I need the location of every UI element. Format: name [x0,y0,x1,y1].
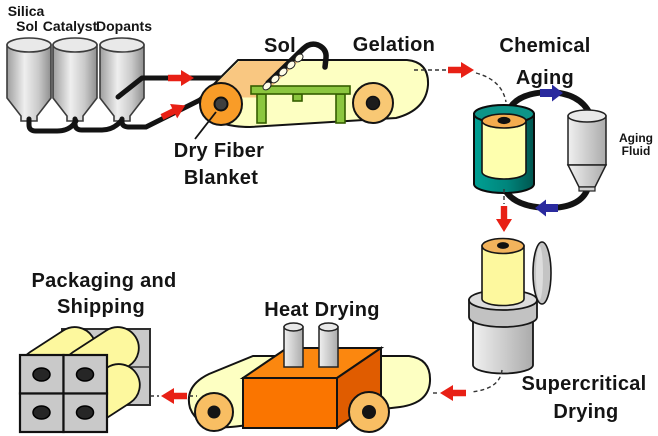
dry-fiber-roll-axle [213,96,229,112]
packaging-station [18,326,151,434]
heat-roller-right-axle [362,405,376,419]
label-dopants: Dopants [96,18,152,34]
flow-arrow-to-aging [448,62,474,78]
sol-feed-pipe [265,41,329,86]
oven-chimney-1 [283,322,304,368]
connector-supercritical-heat [433,369,503,394]
supercritical-roll [481,245,525,307]
flow-arrow-to-heat-drying [440,385,466,401]
supercritical-drying-station [468,237,552,375]
label-dry-fiber-2: Blanket [184,167,258,189]
label-dry-fiber-1: Dry Fiber [174,140,265,162]
flow-arrow-feed-top [168,70,194,86]
connector-gelation-aging [414,69,507,103]
chemical-aging-station [473,84,608,217]
label-aging-fluid-2: Fluid [622,144,651,158]
heat-drying-station [187,322,432,433]
aging-fluid-tank [566,109,608,192]
aging-roll [481,120,527,180]
label-heat-drying: Heat Drying [264,299,380,321]
label-catalyst: Catalyst [43,18,98,34]
label-chemical-aging-2: Aging [516,67,574,89]
label-silica-sol-2: Sol [16,18,38,34]
flow-arrow-to-supercritical [496,206,512,232]
label-silica-sol-1: Silica [8,3,45,19]
oven-chimney-2 [318,322,339,368]
blue-arrow-to-vessel [535,199,558,217]
silo-catalyst [52,37,98,122]
silo-silica-sol [6,37,52,122]
label-gelation: Gelation [353,34,435,56]
vessel-lid-face [536,246,543,300]
label-packaging-1: Packaging and [31,270,176,292]
gelation-conveyor [194,41,430,140]
flow-arrow-to-packaging [161,388,187,404]
label-chemical-aging-1: Chemical [499,35,590,57]
supercritical-vessel-body [472,314,534,375]
belt-support-table [250,85,351,124]
label-supercritical-1: Supercritical [521,373,646,395]
sol-droplets [262,53,304,91]
heat-roller-left-axle [207,405,221,419]
label-supercritical-2: Drying [553,401,618,423]
packaging-crate-front [18,353,109,434]
supercritical-roll-core [497,242,509,249]
oven-front [242,377,338,429]
dry-fiber-pointer-line [194,111,217,140]
takeup-roller-axle [365,95,381,111]
label-sol: Sol [264,35,296,57]
feed-pipes [26,75,233,134]
aging-roll-core [497,116,511,125]
packaged-roll-ends [32,367,95,420]
label-packaging-2: Shipping [57,296,145,318]
label-aging-fluid-1: Aging [619,131,653,145]
